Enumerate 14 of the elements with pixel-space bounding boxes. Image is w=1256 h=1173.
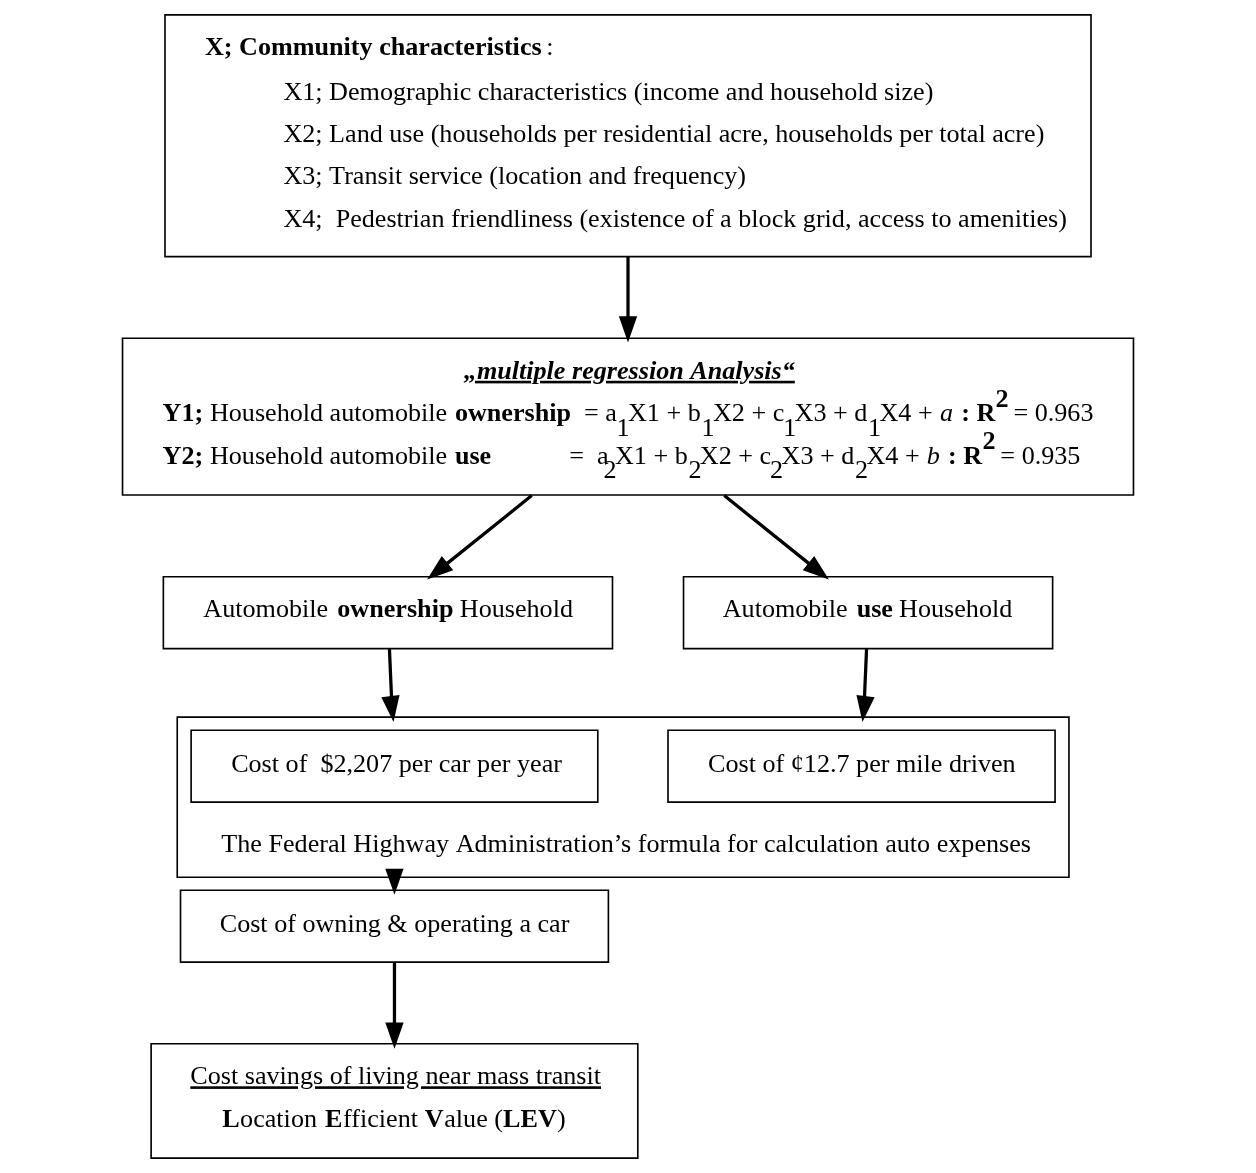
arrow: [618, 256, 638, 343]
node-box: Automobile ownership Household: [162, 575, 614, 650]
arrow: [385, 962, 404, 1049]
node-box: X; Community characteristics : X1; Demographic characteristics (income and household size) X2; Land use (households per residential acre, households per total acre) X3; Transit service (location and frequency) X4; Pedestrian friendliness (existence of a block grid, access to amenities): [164, 14, 1092, 258]
arrow: [385, 868, 404, 895]
node-box: Automobile use Household: [682, 575, 1054, 650]
arrow: [381, 649, 400, 723]
arrow: [427, 494, 533, 580]
node-box: Cost of ¢12.7 per mile driven: [667, 729, 1056, 803]
node-box: Cost of $2,207 per car per year: [190, 729, 599, 803]
node-box: Cost savings of living near mass transit Location Efficient Value (LEV): [150, 1042, 639, 1159]
node-box: Cost of owning & operating a car: [179, 889, 610, 963]
arrow: [856, 649, 875, 723]
arrow: [723, 494, 829, 580]
